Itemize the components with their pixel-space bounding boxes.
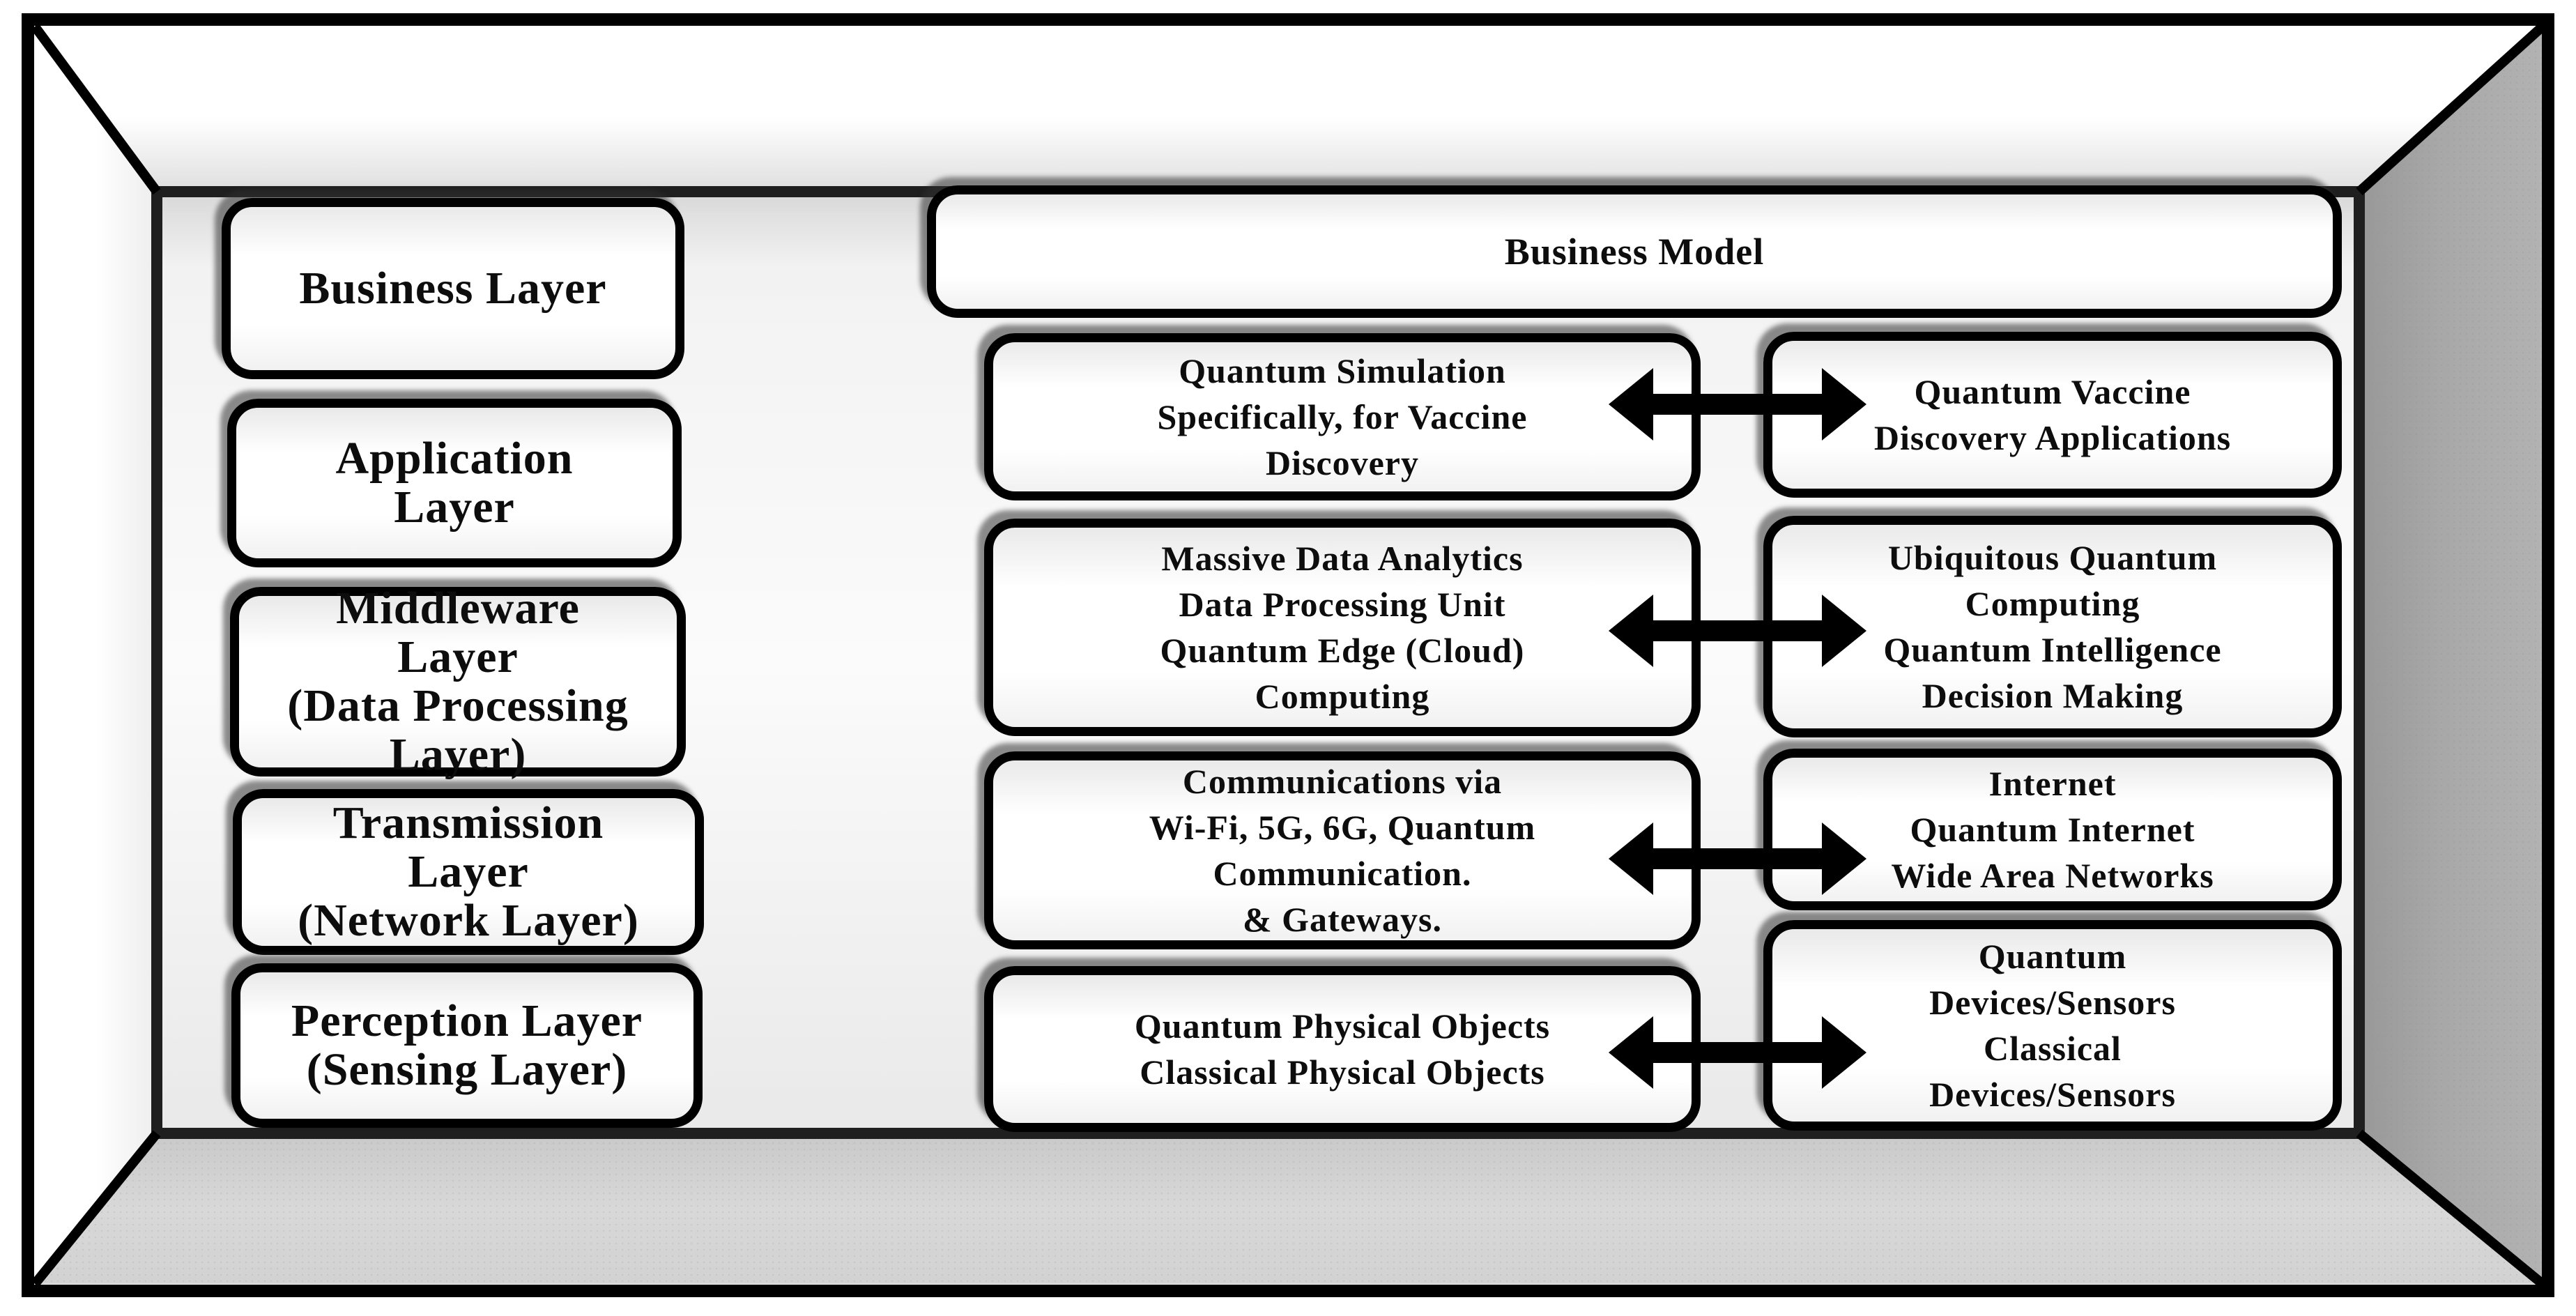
physical-objects-label: Quantum Physical Objects Classical Physi… [1134, 1007, 1551, 1092]
layer-label-business: Business Layer [299, 263, 607, 314]
quantum-vaccine-applications-box: Quantum Vaccine Discovery Applications [1763, 332, 2342, 498]
communications-label: Communications via Wi-Fi, 5G, 6G, Quantu… [1149, 762, 1536, 939]
internet-networks-label: Internet Quantum Internet Wide Area Netw… [1891, 764, 2214, 895]
quantum-simulation-box: Quantum Simulation Specifically, for Vac… [984, 333, 1701, 500]
devices-sensors-label: Quantum Devices/Sensors Classical Device… [1929, 937, 2176, 1114]
layer-label-application: Application Layer [335, 433, 574, 533]
layer-box-middleware: Middleware Layer (Data Processing Layer) [230, 583, 686, 780]
frame-right-face-texture [2359, 26, 2543, 1284]
corner-diagonal-top-right [2356, 22, 2546, 196]
frame-floor-texture [35, 1133, 2543, 1284]
double-headed-arrow-row3 [1609, 818, 1866, 899]
layer-box-application: Application Layer [227, 399, 682, 567]
quantum-vaccine-applications-label: Quantum Vaccine Discovery Applications [1873, 372, 2232, 457]
business-model-box: Business Model [927, 185, 2342, 318]
frame-left-face [35, 26, 157, 1284]
double-headed-arrow-row1 [1609, 364, 1866, 445]
business-model-label: Business Model [1504, 230, 1765, 273]
outer-frame-border [22, 13, 2554, 1297]
layer-box-perception: Perception Layer (Sensing Layer) [231, 963, 703, 1128]
ubiquitous-quantum-computing-label: Ubiquitous Quantum Computing Quantum Int… [1883, 538, 2222, 715]
massive-data-analytics-box: Massive Data Analytics Data Processing U… [984, 519, 1701, 736]
frame-top-face [35, 26, 2543, 192]
corner-diagonal-bottom-left [31, 1130, 161, 1287]
devices-sensors-box: Quantum Devices/Sensors Classical Device… [1763, 920, 2342, 1131]
double-headed-arrow-row2 [1609, 590, 1866, 671]
layer-label-perception: Perception Layer (Sensing Layer) [291, 995, 643, 1095]
corner-diagonal-bottom-right [2356, 1129, 2546, 1288]
layer-box-business: Business Layer [222, 198, 684, 379]
physical-objects-box: Quantum Physical Objects Classical Physi… [984, 966, 1701, 1132]
communications-box: Communications via Wi-Fi, 5G, 6G, Quantu… [984, 751, 1701, 949]
corner-diagonal-top-left [31, 23, 161, 195]
layer-box-transmission: Transmission Layer (Network Layer) [233, 789, 704, 955]
quantum-simulation-label: Quantum Simulation Specifically, for Vac… [1157, 351, 1528, 482]
massive-data-analytics-label: Massive Data Analytics Data Processing U… [1160, 539, 1525, 716]
layer-label-transmission: Transmission Layer (Network Layer) [298, 797, 639, 946]
layer-label-middleware: Middleware Layer (Data Processing Layer) [287, 583, 629, 780]
internet-networks-box: Internet Quantum Internet Wide Area Netw… [1763, 749, 2342, 910]
double-headed-arrow-row4 [1609, 1012, 1866, 1093]
ubiquitous-quantum-computing-box: Ubiquitous Quantum Computing Quantum Int… [1763, 516, 2342, 737]
